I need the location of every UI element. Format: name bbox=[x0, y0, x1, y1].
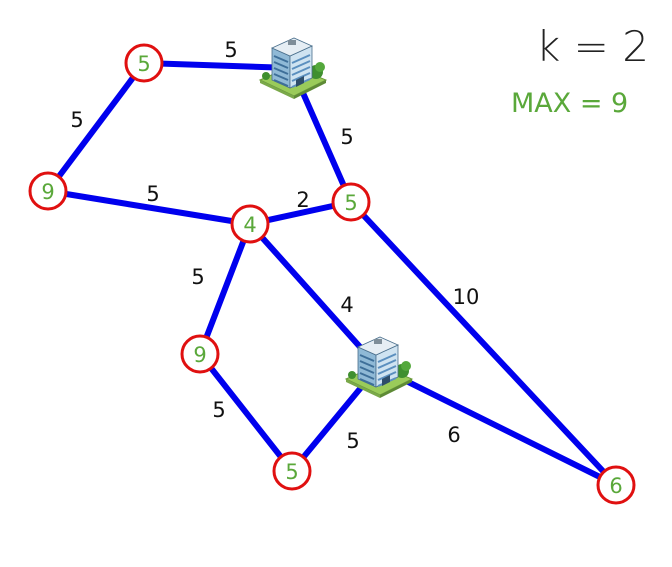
edge-weight-label: 5 bbox=[70, 108, 83, 132]
edge-weight-label: 5 bbox=[346, 429, 359, 453]
graph-node: 6 bbox=[596, 465, 636, 505]
node-circle bbox=[230, 204, 270, 244]
nodes-layer: 5 9 4 5 9 5 6 bbox=[28, 37, 636, 505]
node-value: 5 bbox=[344, 191, 357, 215]
node-value: 4 bbox=[243, 213, 256, 237]
k-label: k = 2 bbox=[536, 22, 649, 71]
edge-weight-label: 6 bbox=[447, 423, 460, 447]
edge-weight-label: 5 bbox=[224, 38, 237, 62]
node-circle bbox=[124, 43, 164, 83]
edge-weight-label: 2 bbox=[296, 188, 309, 212]
edge-n5-n9 bbox=[348, 199, 619, 488]
edge-n3-n4 bbox=[45, 188, 253, 227]
max-label: MAX = 9 bbox=[511, 88, 629, 119]
edge-weight-label: 5 bbox=[191, 265, 204, 289]
edge-weight-label: 5 bbox=[146, 182, 159, 206]
node-circle bbox=[180, 334, 220, 374]
graph-node: 5 bbox=[331, 182, 371, 222]
edge-n4-n6 bbox=[197, 221, 253, 357]
edge-weights-layer: 5 5 5 5 2 5 4 10 5 5 6 bbox=[70, 38, 479, 453]
edge-n7-n9 bbox=[375, 364, 619, 488]
graph-node: 5 bbox=[124, 43, 164, 83]
edge-n1-n3 bbox=[45, 60, 147, 194]
edges-layer bbox=[45, 60, 619, 488]
edge-weight-label: 10 bbox=[453, 285, 480, 309]
edge-weight-label: 5 bbox=[212, 398, 225, 422]
graph-node: 4 bbox=[230, 204, 270, 244]
node-value: 5 bbox=[137, 52, 150, 76]
edge-n1-n2 bbox=[141, 60, 295, 71]
node-value: 6 bbox=[609, 474, 622, 498]
edge-weight-label: 5 bbox=[340, 125, 353, 149]
office-building-icon bbox=[344, 336, 414, 398]
graph-node: 9 bbox=[180, 334, 220, 374]
node-circle bbox=[331, 182, 371, 222]
node-value: 5 bbox=[285, 460, 298, 484]
edge-n4-n7 bbox=[247, 221, 381, 370]
node-circle bbox=[596, 465, 636, 505]
node-value: 9 bbox=[193, 343, 206, 367]
graph-node: 5 bbox=[272, 451, 312, 491]
node-circle bbox=[272, 451, 312, 491]
node-circle bbox=[28, 171, 68, 211]
edge-n6-n8 bbox=[197, 351, 295, 474]
node-value: 9 bbox=[41, 180, 54, 204]
office-building-icon bbox=[258, 37, 328, 99]
edge-weight-label: 4 bbox=[340, 293, 353, 317]
graph-node: 9 bbox=[28, 171, 68, 211]
